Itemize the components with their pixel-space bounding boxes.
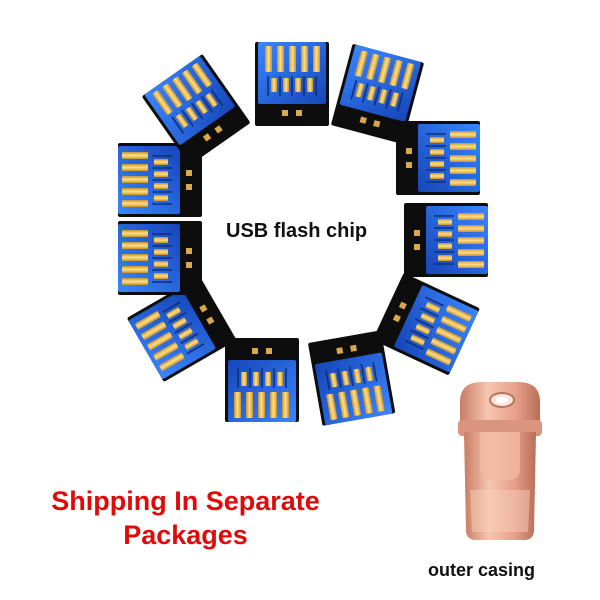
outer-casing bbox=[458, 382, 542, 540]
usb-flash-chip-label: USB flash chip bbox=[226, 220, 368, 242]
usb-chip bbox=[224, 337, 300, 423]
usb-chip bbox=[395, 120, 481, 196]
outer-casing-label: outer casing bbox=[428, 560, 536, 580]
usb-chip bbox=[371, 272, 481, 377]
usb-chip bbox=[403, 202, 489, 278]
usb-chip bbox=[117, 220, 203, 296]
shipping-notice: Shipping In Separate Packages bbox=[8, 484, 363, 552]
shipping-notice-line-1: Shipping In Separate bbox=[51, 486, 320, 516]
usb-chip bbox=[254, 41, 330, 127]
shipping-notice-line-2: Packages bbox=[123, 520, 248, 550]
usb-chip bbox=[307, 329, 397, 427]
